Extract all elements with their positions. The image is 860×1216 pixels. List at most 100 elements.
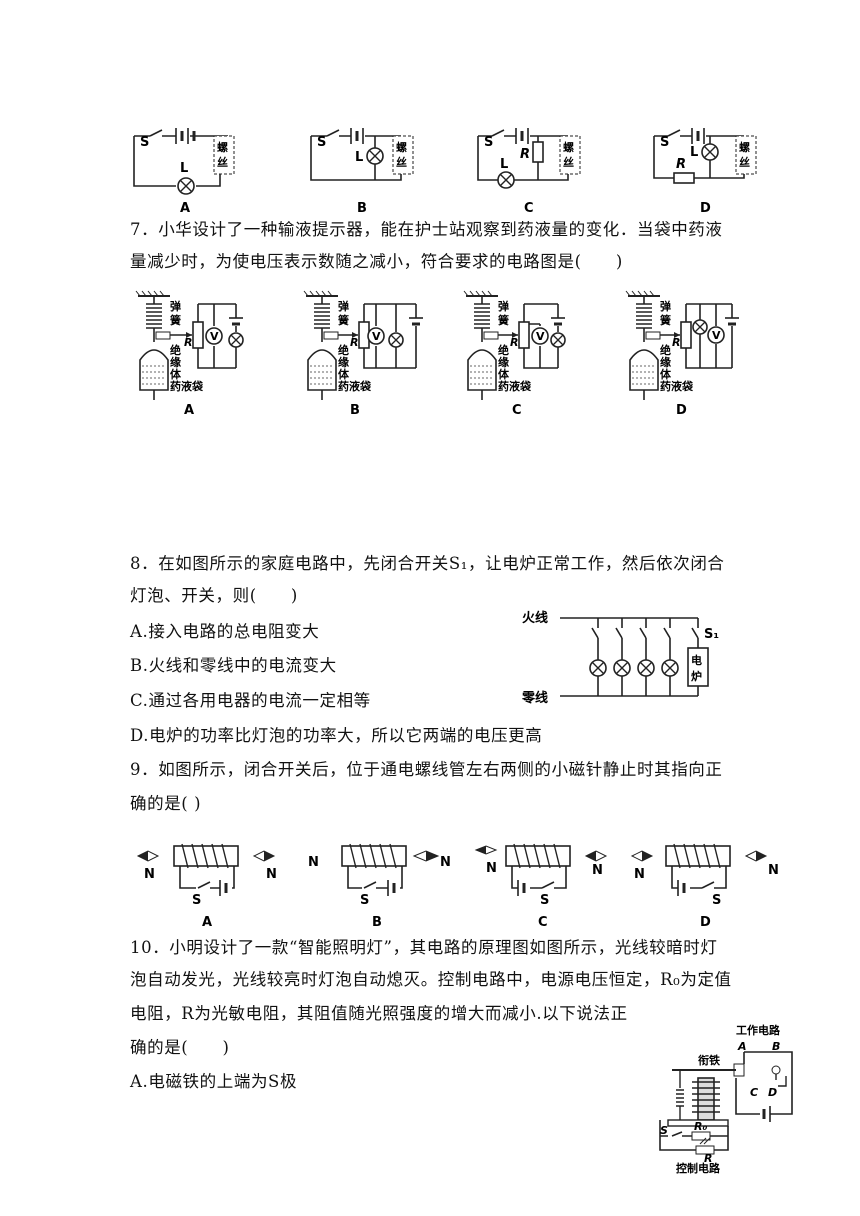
q9-stem-line2: 确的是( ) — [130, 794, 202, 813]
q9-label-b: B — [372, 915, 382, 930]
q6-label-a: A — [180, 201, 190, 216]
q10-work-circuit-label: 工作电路 — [736, 1023, 781, 1037]
q6-circuit-c: S R L 螺 丝 C — [477, 128, 581, 216]
q7-c-voltmeter: V — [536, 330, 545, 343]
q10-relay-circuit: 工作电路 A B C D 衔铁 S R₀ R 控制电路 — [659, 1023, 793, 1175]
q7-label-b: B — [350, 403, 360, 418]
q7-b-voltmeter: V — [372, 330, 381, 343]
q8-stem-line1: 8．在如图所示的家庭电路中，先闭合开关S₁，让电炉正常工作，然后依次闭合 — [130, 554, 725, 573]
q9-d-n-right: N — [768, 863, 779, 878]
q7-a-ins-3: 体 — [170, 367, 182, 381]
q7-a-spring-1: 弹 — [170, 299, 181, 313]
q10-contact-a: A — [737, 1040, 747, 1053]
q6-c-lamp: L — [500, 157, 508, 172]
q8-live-label: 火线 — [522, 610, 548, 626]
q10-switch-s: S — [660, 1124, 668, 1137]
q8-stem-line2: 灯泡、开关，则( ) — [130, 586, 298, 605]
q10-contact-b: B — [772, 1040, 780, 1053]
q7-a-resistor: R — [184, 336, 192, 349]
q9-c-switch: S — [540, 893, 549, 908]
q6-d-heater-1: 螺 — [739, 140, 750, 154]
q8-option-c: C.通过各用电器的电流一定相等 — [130, 691, 371, 710]
q7-c-bag: 药液袋 — [498, 379, 532, 393]
q10-contact-c: C — [750, 1086, 758, 1099]
q8-option-a: A.接入电路的总电阻变大 — [130, 622, 320, 641]
q10-stem-line4: 确的是( ) — [130, 1038, 230, 1057]
q7-d-voltmeter: V — [712, 329, 721, 342]
q7-circuit-a: V R 弹 簧 绝 缘 体 药液袋 A — [135, 290, 244, 418]
q6-circuit-d: S R L 螺 丝 D — [653, 128, 757, 216]
q6-d-lamp: L — [690, 145, 698, 160]
q7-d-spring-2: 簧 — [660, 313, 671, 327]
q10-armature-label: 衔铁 — [698, 1053, 720, 1067]
q6-c-heater-2: 丝 — [563, 155, 574, 169]
q6-circuit-b: S L 螺 丝 B — [310, 128, 414, 216]
q7-d-ins-1: 绝 — [660, 343, 671, 357]
q9-d-n-left: N — [634, 867, 645, 882]
q9-label-a: A — [202, 915, 212, 930]
q9-solenoid-c: N N S C — [474, 843, 608, 930]
q8-option-d: D.电炉的功率比灯泡的功率大，所以它两端的电压更高 — [130, 726, 543, 745]
q8-neutral-label: 零线 — [521, 690, 548, 706]
q7-a-spring-2: 簧 — [170, 313, 181, 327]
q7-c-spring-2: 簧 — [498, 313, 509, 327]
q7-a-ins-2: 缘 — [170, 355, 181, 369]
q9-b-n-right: N — [440, 855, 451, 870]
q6-a-lamp: L — [180, 161, 188, 176]
q9-c-n-left: N — [486, 861, 497, 876]
q7-d-bag: 药液袋 — [660, 379, 694, 393]
q6-label-c: C — [524, 201, 534, 216]
q6-b-heater-1: 螺 — [396, 140, 407, 154]
q7-d-ins-3: 体 — [660, 367, 672, 381]
q9-label-d: D — [700, 915, 711, 930]
q7-b-ins-2: 缘 — [338, 355, 349, 369]
q7-b-ins-3: 体 — [338, 367, 350, 381]
q7-a-voltmeter: V — [210, 330, 219, 343]
q6-c-switch: S — [484, 135, 493, 150]
q6-a-heater-1: 螺 — [217, 140, 228, 154]
q10-contact-d: D — [768, 1086, 777, 1099]
q7-circuit-c: V R 弹 簧 绝 缘 体 药液袋 C — [463, 290, 566, 418]
q10-stem-line2: 泡自动发光，光线较亮时灯泡自动熄灭。控制电路中，电源电压恒定，R₀为定值 — [130, 970, 732, 989]
q7-b-bag: 药液袋 — [338, 379, 372, 393]
q9-solenoid-a: N N S A — [136, 843, 277, 930]
q10-stem-line1: 10．小明设计了一款“智能照明灯”，其电路的原理图如图所示，光线较暗时灯 — [130, 938, 718, 957]
q6-b-lamp: L — [355, 150, 363, 165]
q6-label-b: B — [357, 201, 367, 216]
q7-c-ins-2: 缘 — [498, 355, 509, 369]
q6-a-switch: S — [140, 135, 149, 150]
q8-stove-1: 电 — [691, 653, 702, 667]
q7-stem-line1: 7．小华设计了一种输液提示器，能在护士站观察到药液量的变化．当袋中药液 — [130, 220, 723, 239]
q9-solenoid-d: N N S D — [630, 843, 779, 930]
q10-stem-line3: 电阻，R为光敏电阻，其阻值随光照强度的增大而减小.以下说法正 — [130, 1004, 628, 1023]
q9-d-switch: S — [712, 893, 721, 908]
q9-a-switch: S — [192, 893, 201, 908]
q8-option-b: B.火线和零线中的电流变大 — [130, 656, 337, 675]
q7-c-resistor: R — [510, 336, 518, 349]
q7-b-spring-2: 簧 — [338, 313, 349, 327]
q6-d-switch: S — [660, 135, 669, 150]
q6-c-resistor: R — [520, 147, 530, 162]
q7-c-ins-3: 体 — [498, 367, 510, 381]
q6-circuit-a: S L 螺 丝 A — [133, 128, 235, 216]
q7-b-resistor: R — [350, 336, 358, 349]
q9-label-c: C — [538, 915, 548, 930]
q7-c-spring-1: 弹 — [498, 299, 509, 313]
q7-b-spring-1: 弹 — [338, 299, 349, 313]
q7-c-ins-1: 绝 — [498, 343, 509, 357]
q7-label-a: A — [184, 403, 194, 418]
q9-a-n-right: N — [266, 867, 277, 882]
q6-b-switch: S — [317, 135, 326, 150]
q6-c-heater-1: 螺 — [563, 140, 574, 154]
q7-label-c: C — [512, 403, 522, 418]
q10-r-label: R — [704, 1152, 712, 1165]
q9-a-n-left: N — [144, 867, 155, 882]
q7-d-ins-2: 缘 — [660, 355, 671, 369]
q8-stove-2: 炉 — [691, 669, 702, 683]
q7-label-d: D — [676, 403, 687, 418]
q6-d-resistor: R — [676, 157, 686, 172]
q10-r0-label: R₀ — [694, 1120, 707, 1133]
q9-stem-line1: 9．如图所示，闭合开关后，位于通电螺线管左右两侧的小磁针静止时其指向正 — [130, 760, 723, 779]
q8-household-circuit: 火线 零线 电 炉 S₁ — [521, 610, 719, 706]
q7-circuit-b: V R 弹 簧 绝 缘 体 药液袋 B — [303, 290, 423, 418]
